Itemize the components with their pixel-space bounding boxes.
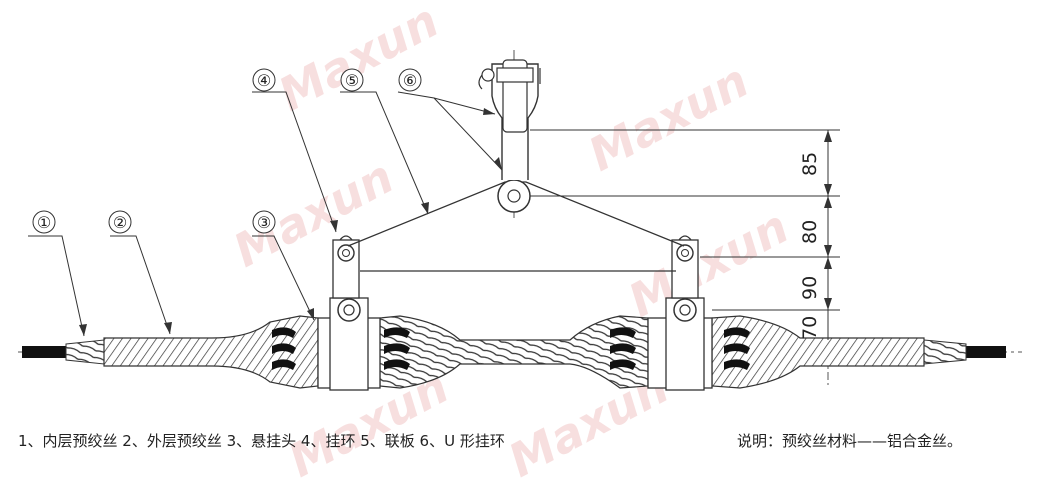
conductor-right bbox=[966, 346, 1006, 358]
dimension-70: 70 bbox=[799, 316, 821, 340]
outer-armor-rod-middle bbox=[379, 315, 649, 389]
hanging-ring-left bbox=[332, 235, 360, 299]
callout-1: ① bbox=[32, 210, 56, 234]
callout-4: ④ bbox=[252, 68, 276, 92]
watermark: Maxun bbox=[270, 0, 447, 122]
leader-lines bbox=[28, 91, 503, 337]
callout-5: ⑤ bbox=[340, 68, 364, 92]
material-note: 说明：预绞丝材料——铝合金丝。 bbox=[737, 432, 963, 450]
suspension-clamp-left bbox=[317, 297, 381, 391]
conductor-left bbox=[22, 346, 68, 358]
suspension-clamp-right bbox=[647, 297, 713, 391]
inner-armor-rod-right bbox=[923, 339, 967, 365]
dimension-85: 85 bbox=[799, 152, 821, 176]
outer-armor-rod bbox=[103, 315, 319, 389]
svg-text:⑤: ⑤ bbox=[345, 71, 359, 90]
svg-text:④: ④ bbox=[257, 71, 271, 90]
dimension-80: 80 bbox=[799, 220, 821, 244]
svg-text:②: ② bbox=[113, 213, 127, 232]
dimension-lines bbox=[530, 129, 840, 340]
watermark: Maxun bbox=[580, 53, 757, 181]
callout-6: ⑥ bbox=[398, 68, 422, 92]
yoke-plate-bolt bbox=[507, 189, 521, 203]
parts-legend: 1、内层预绞丝 2、外层预绞丝 3、悬挂头 4、挂环 5、联板 6、U 形挂环 bbox=[18, 432, 505, 450]
dimension-90: 90 bbox=[799, 276, 821, 300]
svg-text:⑥: ⑥ bbox=[403, 71, 417, 90]
hanging-ring-right bbox=[671, 235, 699, 299]
watermark: Maxun bbox=[620, 199, 797, 327]
leader-arrows bbox=[79, 108, 502, 336]
dimension-arrows bbox=[824, 130, 832, 310]
svg-text:③: ③ bbox=[257, 213, 271, 232]
callout-3: ③ bbox=[252, 210, 276, 234]
outer-armor-rod-right bbox=[711, 315, 925, 389]
rod-twist-marks bbox=[272, 327, 750, 370]
svg-text:①: ① bbox=[37, 213, 51, 232]
u-shackle bbox=[478, 59, 541, 180]
inner-armor-rod-left bbox=[65, 339, 105, 365]
callout-2: ② bbox=[108, 210, 132, 234]
